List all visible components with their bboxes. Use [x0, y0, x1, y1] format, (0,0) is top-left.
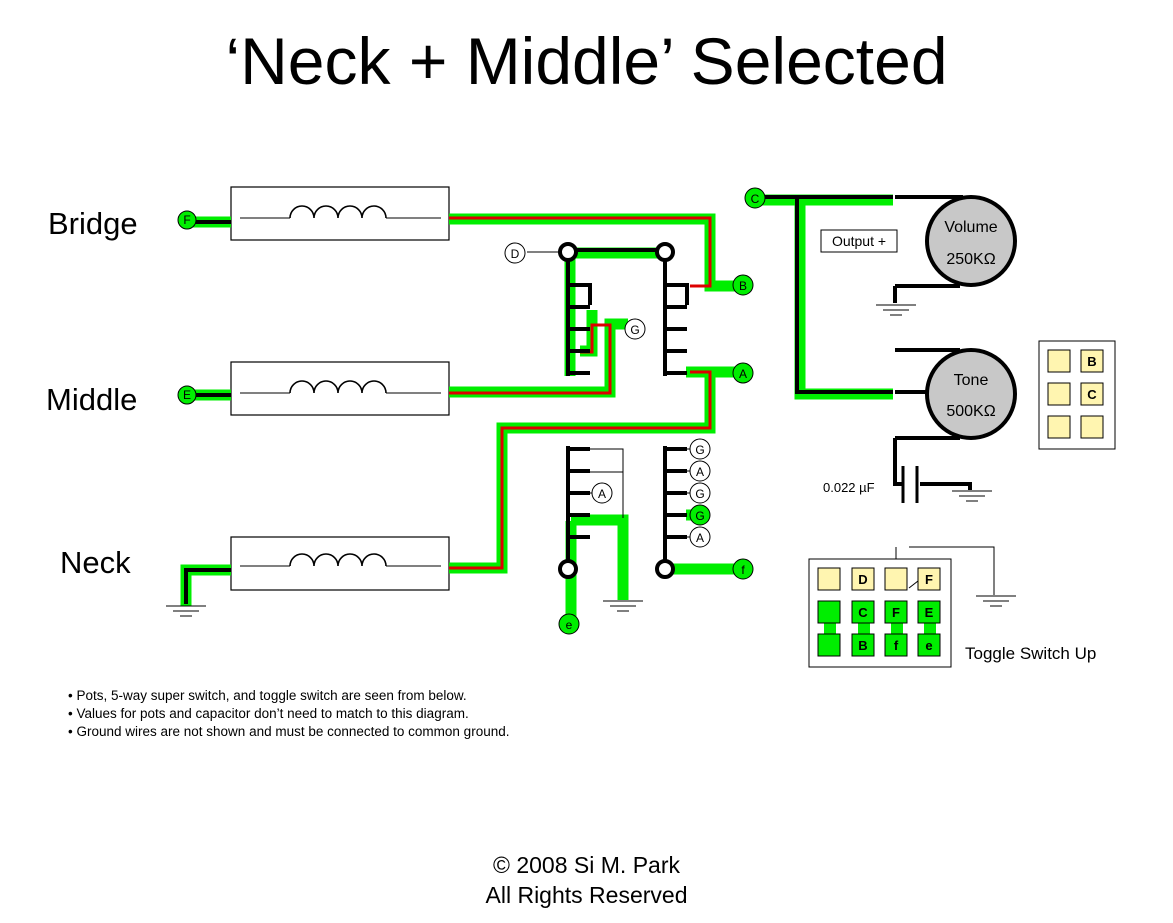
super-switch-lugs	[568, 283, 689, 539]
terminal-f-lower: f	[741, 563, 745, 577]
pickup-label-neck: Neck	[60, 545, 131, 580]
note-item: • Values for pots and capacitor don’t ne…	[68, 706, 469, 721]
note-item: • Pots, 5-way super switch, and toggle s…	[68, 688, 467, 703]
toggle-switch[interactable]: D F C F E B f e	[808, 558, 952, 668]
copyright: © 2008 Si M. Park All Rights Reserved	[0, 850, 1173, 910]
tone-pot[interactable]: Tone 500KΩ	[925, 348, 1017, 440]
output-label: Output +	[832, 233, 886, 249]
terminal-a-upper: A	[739, 367, 747, 381]
notes-list: • Pots, 5-way super switch, and toggle s…	[68, 687, 509, 741]
toggle-lug-f-top: F	[925, 572, 933, 587]
toggle-lug-e-low: e	[925, 638, 932, 653]
capacitor-label: 0.022 µF	[823, 480, 875, 495]
output-label-box: Output +	[820, 229, 898, 253]
tone-name: Tone	[954, 372, 989, 389]
terminal-lower-right-5: A	[696, 531, 704, 545]
page-title: ‘Neck + Middle’ Selected	[225, 24, 948, 98]
rights-line: All Rights Reserved	[485, 882, 688, 908]
pickup-middle	[230, 361, 450, 416]
terminal-lower-right-3: G	[695, 487, 704, 501]
terminal-a-lower-left: A	[598, 487, 606, 501]
tone-value: 500KΩ	[946, 403, 995, 420]
pot-lug-grid: B C	[1038, 340, 1116, 450]
terminal-lower-right-4: G	[695, 509, 704, 523]
ground-symbols	[166, 304, 1016, 617]
terminal-d: D	[511, 247, 520, 261]
terminal-g-upper: G	[630, 323, 639, 337]
terminal-badges: F E D G B A C A e G A G G	[177, 187, 766, 635]
pickup-neck	[230, 536, 450, 591]
terminal-e-lower: e	[566, 618, 573, 632]
terminal-lower-right-2: A	[696, 465, 704, 479]
terminal-c: C	[751, 192, 760, 206]
volume-pot[interactable]: Volume 250KΩ	[925, 195, 1017, 287]
switch-pivots	[558, 242, 675, 579]
toggle-lug-f-low: f	[894, 638, 899, 653]
terminal-bridge-f: F	[183, 213, 190, 227]
toggle-lug-f-mid: F	[892, 605, 900, 620]
pickup-label-middle: Middle	[46, 382, 138, 417]
copyright-line: © 2008 Si M. Park	[493, 852, 680, 878]
pickup-label-bridge: Bridge	[48, 206, 138, 241]
terminal-lower-right-1: G	[695, 443, 704, 457]
pot-grid-c: C	[1087, 387, 1097, 402]
note-item: • Ground wires are not shown and must be…	[68, 724, 510, 739]
black-wires	[184, 195, 972, 604]
terminal-b: B	[739, 279, 747, 293]
toggle-lug-b: B	[858, 638, 867, 653]
toggle-lug-d: D	[858, 572, 867, 587]
terminal-middle-e: E	[183, 388, 191, 402]
pickup-bridge	[230, 186, 450, 241]
volume-value: 250KΩ	[946, 251, 995, 268]
volume-name: Volume	[944, 219, 997, 236]
pot-grid-b: B	[1087, 354, 1096, 369]
capacitor	[901, 466, 919, 503]
toggle-lug-c: C	[858, 605, 868, 620]
toggle-label: Toggle Switch Up	[965, 644, 1096, 663]
toggle-lug-e-mid: E	[925, 605, 934, 620]
